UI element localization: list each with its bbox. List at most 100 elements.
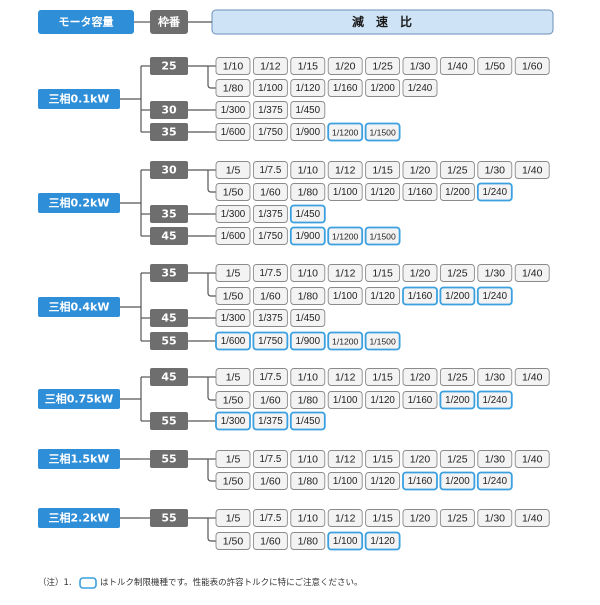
ratio-value: 1/120	[370, 187, 395, 198]
ratio-value: 1/240	[483, 291, 508, 302]
note-prefix: （注）1.	[38, 577, 72, 588]
ratio-value: 1/5	[226, 372, 241, 384]
ratio-cell-torque-limited	[289, 411, 326, 431]
ratio-value: 1/7.5	[260, 513, 282, 524]
ratio-value: 1/5	[226, 454, 241, 466]
ratio-cell-torque-limited	[327, 331, 364, 351]
ratio-cell	[215, 183, 251, 201]
ratio-cell	[439, 368, 475, 386]
ratio-value: 1/200	[445, 187, 470, 198]
frame-number-label: 45	[161, 230, 176, 243]
ratio-cell	[252, 509, 288, 527]
ratio-cell	[215, 368, 251, 386]
ratio-value: 1/5	[226, 513, 241, 525]
motor-capacity-box	[38, 193, 120, 213]
frame-number-label: 45	[161, 312, 176, 325]
ratio-value: 1/80	[298, 395, 319, 407]
ratio-cell	[290, 509, 326, 527]
ratio-value: 1/600	[221, 336, 246, 347]
ratio-cell	[439, 183, 475, 201]
ratio-cell	[365, 287, 401, 305]
note-text: はトルク制限機種です。性能表の許容トルクに特にご注意ください。	[100, 577, 362, 588]
ratio-value: 1/375	[258, 209, 283, 220]
ratio-value: 1/10	[223, 61, 244, 73]
ratio-cell	[365, 450, 401, 468]
frame-number-box	[150, 57, 188, 75]
ratio-value: 1/120	[296, 83, 321, 94]
ratio-value: 1/12	[335, 268, 356, 280]
ratio-cell	[477, 450, 513, 468]
ratio-cell	[215, 205, 251, 223]
ratio-value: 1/200	[445, 476, 470, 487]
ratio-cell-torque-limited	[289, 204, 326, 224]
ratio-value: 1/240	[408, 83, 433, 94]
ratio-value: 1/160	[408, 187, 433, 198]
ratio-value: 1/60	[260, 395, 281, 407]
ratio-value: 1/25	[447, 268, 468, 280]
ratio-cell	[290, 391, 326, 409]
ratio-value: 1/10	[298, 165, 319, 177]
ratio-value: 1/160	[408, 395, 433, 406]
ratio-cell-torque-limited	[327, 226, 364, 246]
ratio-value: 1/450	[296, 416, 321, 427]
ratio-value: 1/120	[370, 395, 395, 406]
frame-number-label: 35	[161, 208, 176, 221]
highlight-legend-swatch	[79, 577, 97, 589]
ratio-value: 1/750	[258, 127, 283, 138]
ratio-value: 1/375	[258, 313, 283, 324]
ratio-value: 1/25	[447, 454, 468, 466]
ratio-cell	[365, 264, 401, 282]
ratio-value: 1/40	[522, 513, 543, 525]
ratio-cell	[290, 101, 326, 119]
frame-number-label: 35	[161, 126, 176, 139]
ratio-value: 1/12	[335, 513, 356, 525]
frame-number-label: 55	[161, 335, 176, 348]
frame-number-box	[150, 412, 188, 430]
ratio-value: 1/5	[226, 165, 241, 177]
motor-capacity-box	[38, 389, 120, 409]
ratio-value: 1/12	[260, 61, 281, 73]
ratio-cell-torque-limited	[327, 122, 364, 142]
ratio-value: 1/80	[298, 536, 319, 548]
ratio-value: 1/7.5	[260, 165, 282, 176]
motor-capacity-box	[38, 449, 120, 469]
ratio-cell	[252, 264, 288, 282]
ratio-cell	[477, 368, 513, 386]
ratio-value: 1/25	[372, 61, 393, 73]
ratio-cell-torque-limited	[252, 411, 289, 431]
ratio-value: 1/50	[223, 187, 244, 199]
ratio-cell	[290, 309, 326, 327]
ratio-cell	[290, 472, 326, 490]
frame-number-label: 25	[161, 60, 176, 73]
ratio-value: 1/15	[372, 372, 393, 384]
motor-capacity-label: 三相0.2kW	[49, 196, 110, 210]
ratio-cell	[402, 183, 438, 201]
ratio-value: 1/50	[485, 61, 506, 73]
frame-header: 枠番	[158, 15, 181, 29]
ratio-cell	[514, 57, 550, 75]
ratio-value: 1/12	[335, 372, 356, 384]
ratio-value: 1/30	[485, 268, 506, 280]
ratio-value: 1/60	[260, 291, 281, 303]
ratio-cell	[327, 57, 363, 75]
ratio-cell	[327, 79, 363, 97]
motor-capacity-label: 三相0.1kW	[49, 92, 110, 106]
ratio-value: 1/20	[410, 268, 431, 280]
ratio-cell	[252, 309, 288, 327]
ratio-value: 1/20	[410, 165, 431, 177]
ratio-cell	[290, 450, 326, 468]
ratio-cell-torque-limited	[476, 390, 513, 410]
ratio-cell	[252, 57, 288, 75]
ratio-cell	[290, 183, 326, 201]
ratio-cell	[365, 509, 401, 527]
ratio-value: 1/50	[223, 395, 244, 407]
ratio-value: 1/40	[447, 61, 468, 73]
ratio-cell	[365, 391, 401, 409]
ratio-value: 1/30	[485, 372, 506, 384]
ratio-cell	[402, 264, 438, 282]
ratio-cell	[439, 264, 475, 282]
ratio-cell	[327, 287, 363, 305]
ratio-cell	[477, 264, 513, 282]
frame-number-label: 55	[161, 453, 176, 466]
ratio-cell	[402, 450, 438, 468]
